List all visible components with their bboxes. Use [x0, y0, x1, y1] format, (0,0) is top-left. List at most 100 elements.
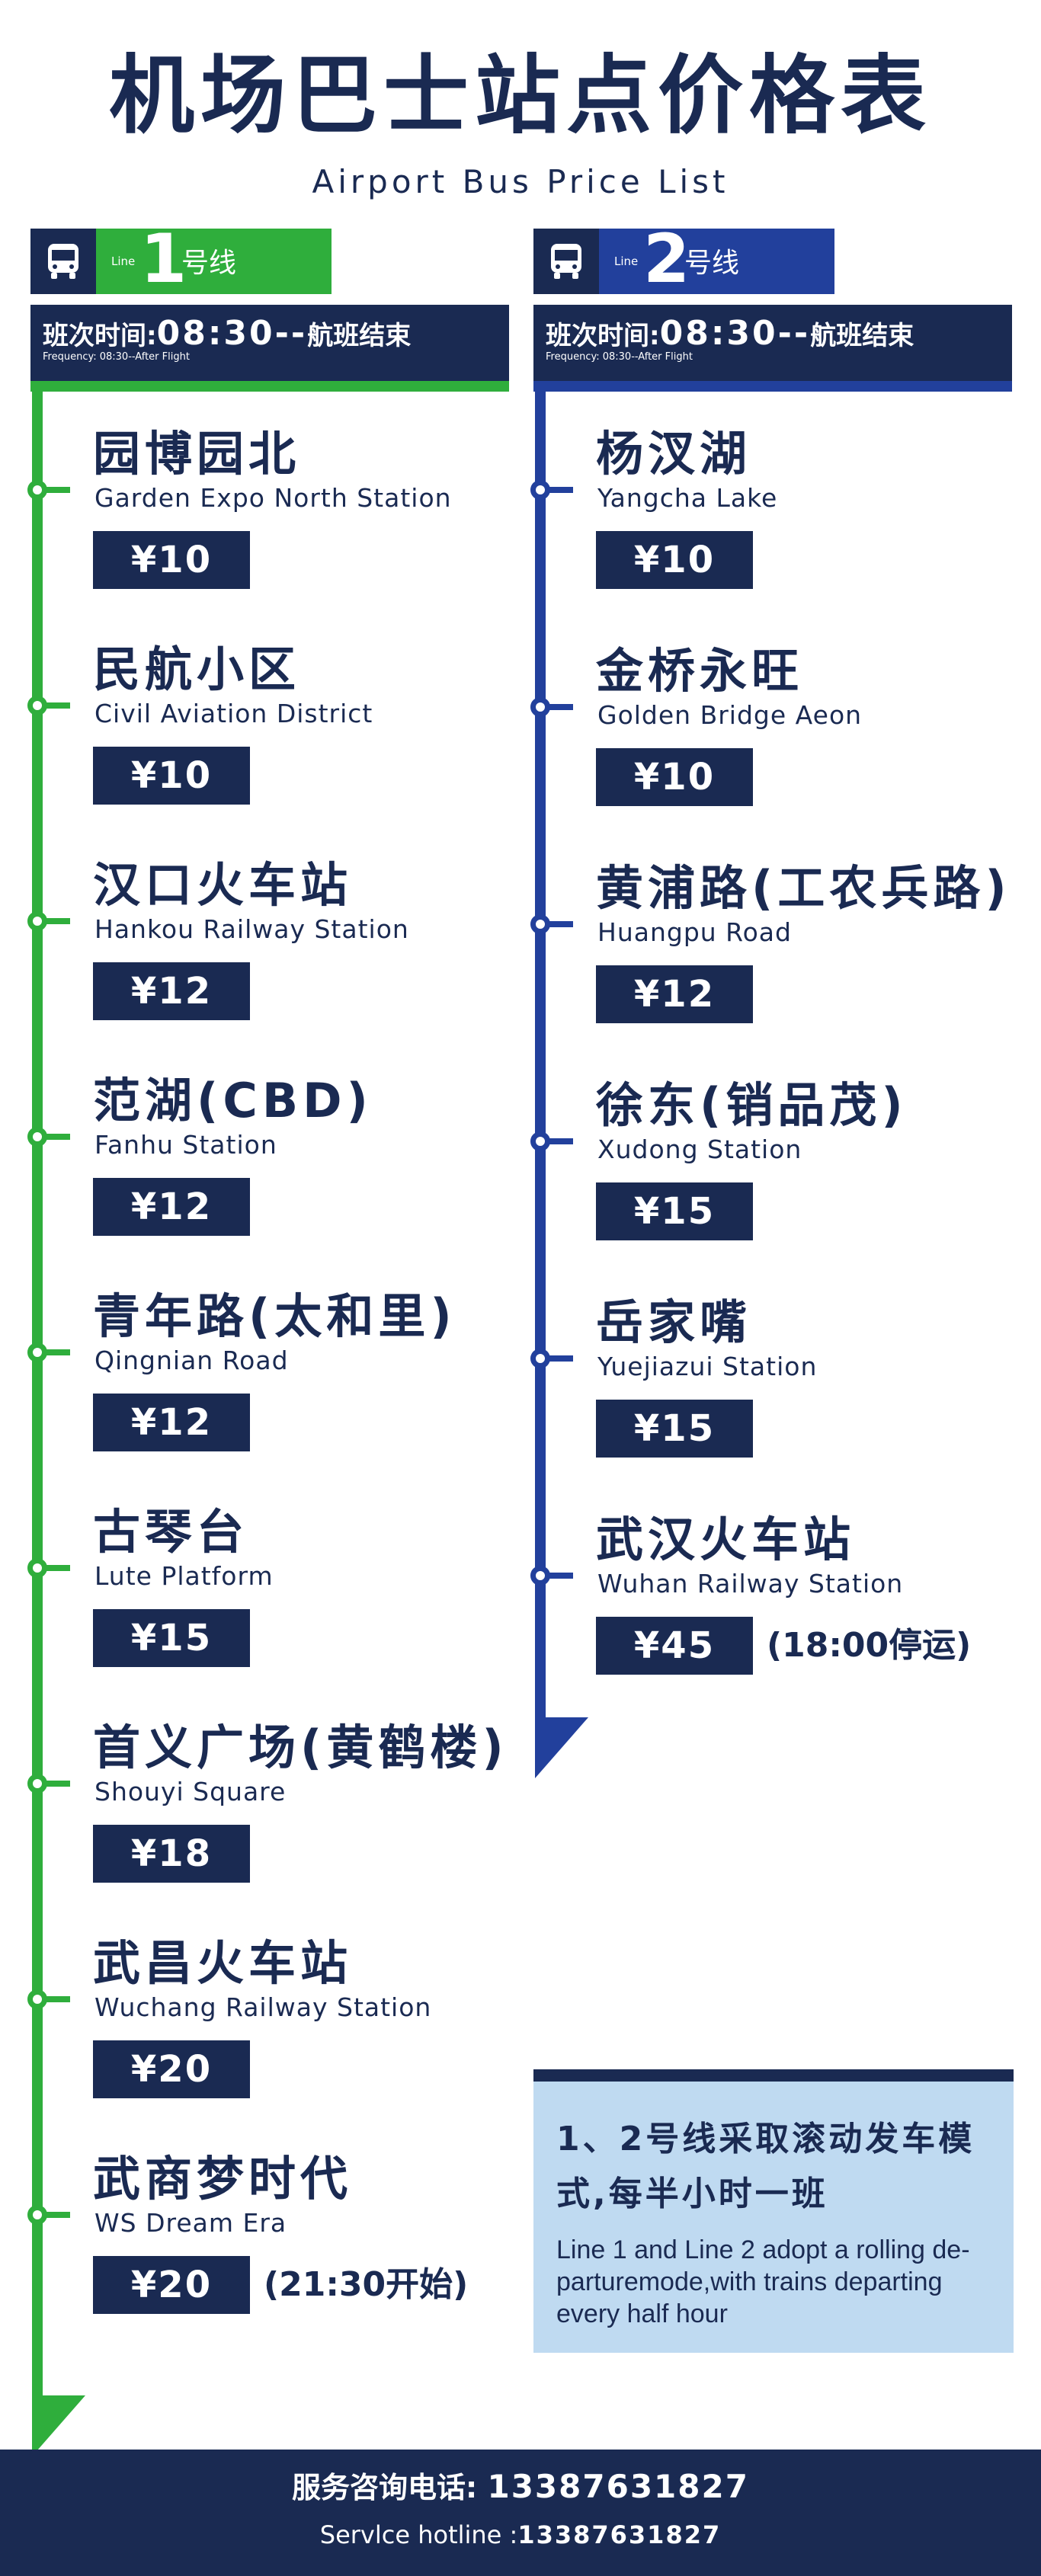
stop-name-cn: 范湖(CBD) [93, 1073, 373, 1128]
stop-name-cn: 黄浦路(工农兵路) [596, 860, 1011, 916]
price-badge: ¥12 [93, 1394, 250, 1451]
line2-label: 号线 [684, 248, 740, 279]
line2-stop-dot [530, 914, 550, 934]
stop-name-cn: 武昌火车站 [93, 1935, 353, 1991]
stop-name-cn: 武汉火车站 [596, 1512, 856, 1567]
notice-box: 1、2号线采取滚动发车模式,每半小时一班 Line 1 and Line 2 a… [533, 2069, 1014, 2353]
bus-icon [533, 229, 599, 294]
line2-freq-suffix: 航班结束 [810, 321, 914, 351]
stop-name-en: WS Dream Era [94, 2208, 287, 2238]
line1-stripe [30, 381, 509, 392]
stop-name-en: Qingnian Road [94, 1346, 289, 1375]
stop-name-cn: 武商梦时代 [93, 2151, 353, 2206]
line1-stop-dot [27, 1558, 47, 1578]
line1-stop-dot [27, 1342, 47, 1362]
notice-en: Line 1 and Line 2 adopt a rolling de-par… [556, 2235, 970, 2328]
stop-name-en: Wuchang Railway Station [94, 1992, 432, 2022]
price-badge: ¥20 [93, 2040, 250, 2098]
price-badge: ¥10 [93, 747, 250, 805]
line1-stop-connector [46, 1996, 70, 2002]
line2-track [535, 392, 546, 1717]
line2-number: 2 [643, 219, 690, 298]
stop-name-en: Lute Platform [94, 1561, 274, 1591]
line1-tag: Line 1 号线 [30, 219, 332, 298]
line2-stop-connector [549, 1573, 573, 1579]
line1-line-word: Line [111, 254, 136, 268]
line1-frequency-text: 班次时间:08:30--航班结束 [43, 317, 411, 350]
line1-frequency-en: Frequency: 08:30--After Flight [43, 351, 190, 363]
price-badge: ¥10 [596, 748, 753, 806]
footer-hotline-en: Servlce hotline :13387631827 [0, 2523, 1041, 2547]
stop-name-cn: 杨汊湖 [596, 426, 752, 482]
stop-name-en: Civil Aviation District [94, 699, 373, 728]
page-subtitle: Airport Bus Price List [312, 163, 729, 200]
line1-stop-connector [46, 1781, 70, 1787]
line2-stripe [533, 381, 1012, 392]
stop-name-en: Fanhu Station [94, 1130, 277, 1160]
stop-name-en: Golden Bridge Aeon [597, 700, 863, 730]
line2-track-end [535, 1717, 588, 1778]
stop-name-en: Shouyi Square [94, 1777, 287, 1806]
line2-stop-dot [530, 1131, 550, 1151]
line1-stop-connector [46, 1565, 70, 1571]
line2-stop-connector [549, 704, 573, 710]
footer-hotline-cn: 服务咨询电话: 13387631827 [0, 2471, 1041, 2503]
line1-stop-dot [27, 696, 47, 715]
line2-stop-connector [549, 921, 573, 927]
stop-name-cn: 园博园北 [93, 426, 301, 482]
stop-name-en: Xudong Station [597, 1134, 802, 1164]
stop-name-en: Huangpu Road [597, 917, 792, 947]
stop-name-en: Wuhan Railway Station [597, 1569, 904, 1598]
price-badge: ¥10 [93, 531, 250, 589]
line2-stop-dot [530, 697, 550, 717]
page-title: 机场巴士站点价格表 [109, 46, 932, 146]
line2-stop-dot [530, 1566, 550, 1586]
line1-stop-dot [27, 480, 47, 500]
stop-name-cn: 首义广场(黄鹤楼) [93, 1720, 508, 1775]
price-badge: ¥15 [596, 1400, 753, 1458]
line1-label: 号线 [181, 248, 237, 279]
line1-track [32, 392, 43, 2395]
line2-frequency: 班次时间:08:30--航班结束 Frequency: 08:30--After… [533, 305, 1012, 392]
stop-name-cn: 古琴台 [93, 1504, 249, 1560]
line2-stop-connector [549, 1355, 573, 1362]
stop-name-cn: 青年路(太和里) [93, 1288, 456, 1344]
line1-stop-connector [46, 702, 70, 709]
price-badge: ¥15 [596, 1182, 753, 1240]
stop-name-cn: 徐东(销品茂) [596, 1077, 908, 1133]
line2-frequency-text: 班次时间:08:30--航班结束 [546, 317, 914, 350]
price-badge: ¥10 [596, 531, 753, 589]
line1-number: 1 [140, 219, 187, 298]
line1-stop-connector [46, 1349, 70, 1355]
notice-cn: 1、2号线采取滚动发车模式,每半小时一班 [556, 2120, 975, 2213]
footer: 服务咨询电话: 13387631827 Servlce hotline :133… [0, 2450, 1041, 2576]
bus-icon [30, 229, 96, 294]
stop-name-cn: 岳家嘴 [596, 1294, 752, 1350]
line1-stop-connector [46, 1134, 70, 1140]
stop-name-cn: 民航小区 [93, 642, 301, 697]
line2-band: Line 2 号线 [599, 219, 834, 298]
stop-name-cn: 汉口火车站 [93, 857, 353, 913]
price-badge: ¥20 [93, 2256, 250, 2314]
line2-freq-time: 08:30-- [659, 314, 811, 353]
price-badge: ¥15 [93, 1609, 250, 1667]
line1-stop-connector [46, 2212, 70, 2218]
stop-name-en: Garden Expo North Station [94, 483, 452, 513]
footer-cn-number: 13387631827 [487, 2468, 749, 2505]
price-badge: ¥12 [596, 965, 753, 1023]
line2-stop-connector [549, 1138, 573, 1144]
price-note: (21:30开始) [264, 2265, 469, 2304]
price-badge: ¥45 [596, 1617, 753, 1675]
price-badge: ¥12 [93, 1178, 250, 1236]
line1-freq-suffix: 航班结束 [307, 321, 412, 351]
line1-freq-prefix: 班次时间: [43, 321, 157, 351]
line1-band: Line 1 号线 [96, 219, 332, 298]
line1-stop-dot [27, 1989, 47, 2009]
line1-frequency: 班次时间:08:30--航班结束 Frequency: 08:30--After… [30, 305, 509, 392]
price-note: (18:00停运) [767, 1626, 972, 1665]
footer-en-label: Servlce hotline : [319, 2520, 518, 2549]
price-badge: ¥18 [93, 1825, 250, 1883]
line2-frequency-en: Frequency: 08:30--After Flight [546, 351, 693, 363]
stop-name-cn: 金桥永旺 [596, 643, 804, 699]
line1-freq-time: 08:30-- [156, 314, 308, 353]
